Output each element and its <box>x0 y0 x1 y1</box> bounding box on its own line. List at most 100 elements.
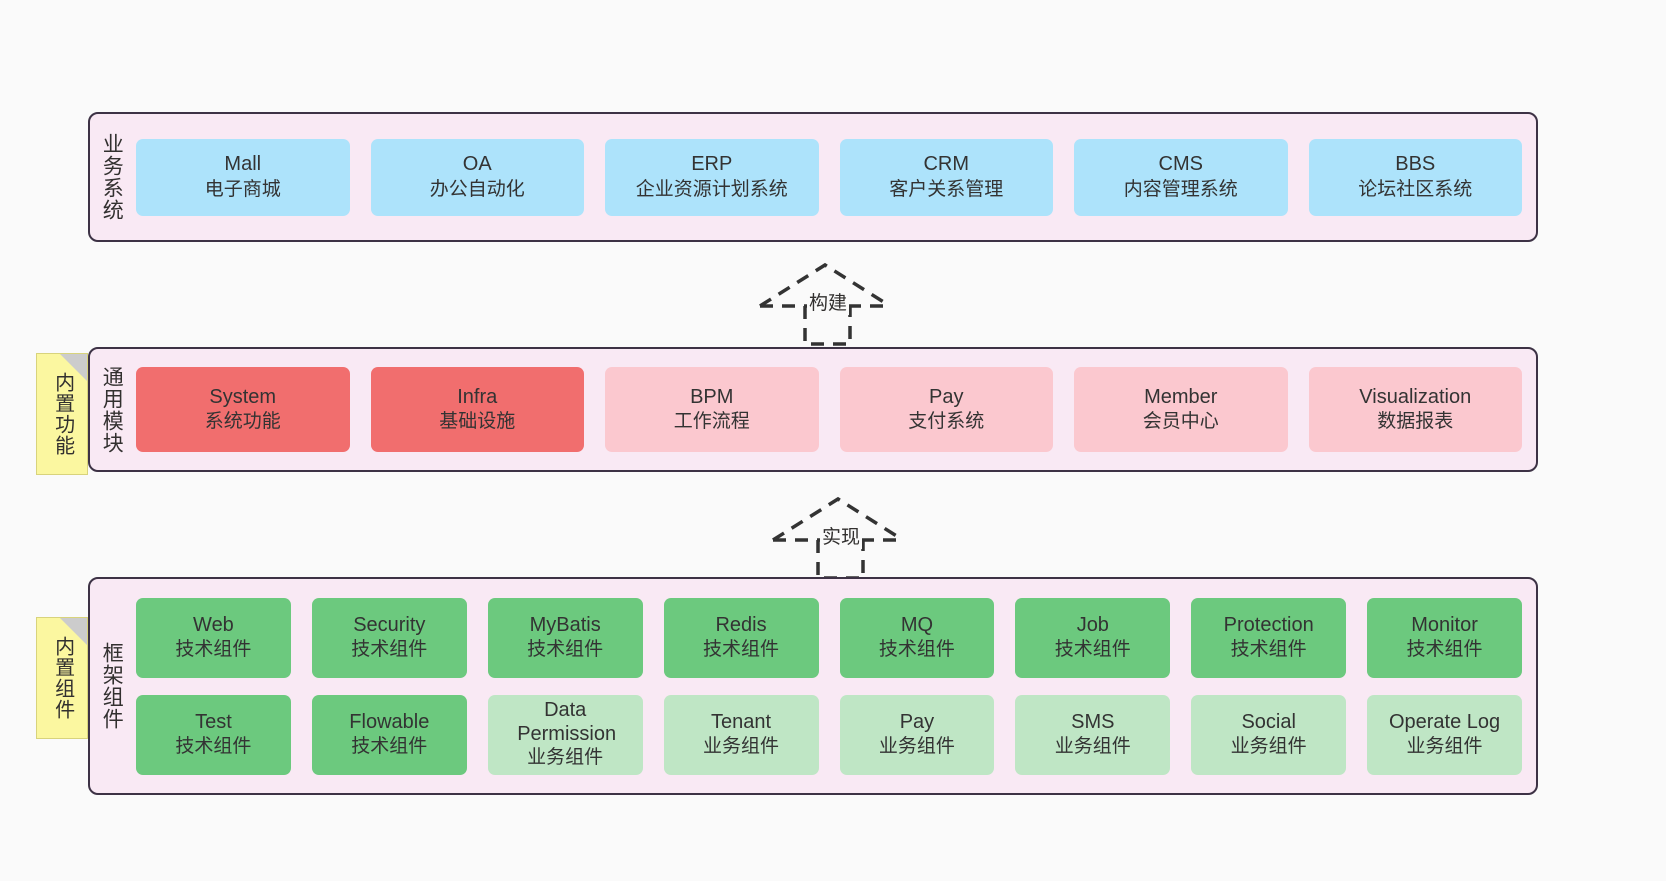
card-security-name: Security <box>353 613 426 636</box>
card-oa-sub: 办公自动化 <box>429 178 525 200</box>
layer-title-framework-component: 框架组件 <box>100 642 124 730</box>
card-bpm-sub: 工作流程 <box>673 411 750 433</box>
card-test-sub: 技术组件 <box>175 736 252 758</box>
card-redis-name: Redis <box>715 613 767 636</box>
card-redis[interactable]: Redis 技术组件 <box>663 597 819 678</box>
card-visualization[interactable]: Visualization 数据报表 <box>1308 367 1522 452</box>
layer-body-business-system: Mall 电子商城 OA 办公自动化 ERP 企业资源计划系统 CRM 客户关系… <box>132 114 1536 240</box>
connector-implement-label: 实现 <box>820 522 863 549</box>
card-system-name: System <box>209 385 277 408</box>
card-mq[interactable]: MQ 技术组件 <box>839 597 995 678</box>
connector-build-label: 构建 <box>807 288 850 315</box>
note-builtin-component: 内置组件 <box>36 617 88 739</box>
card-cms-name: CMS <box>1158 153 1203 176</box>
card-operate-log[interactable]: Operate Log 业务组件 <box>1367 694 1522 775</box>
card-security-sub: 技术组件 <box>351 639 428 661</box>
card-cms[interactable]: CMS 内容管理系统 <box>1074 138 1288 216</box>
card-erp-sub: 企业资源计划系统 <box>635 178 788 200</box>
card-member-name: Member <box>1144 385 1218 408</box>
card-bbs[interactable]: BBS 论坛社区系统 <box>1308 138 1522 216</box>
layer-body-common-module: System 系统功能 Infra 基础设施 BPM 工作流程 Pay 支付系统… <box>132 349 1536 470</box>
card-web-sub: 技术组件 <box>175 639 252 661</box>
card-monitor-name: Monitor <box>1411 613 1478 636</box>
card-mall[interactable]: Mall 电子商城 <box>136 138 350 216</box>
layer-business-system: 业务系统 Mall 电子商城 OA 办公自动化 ERP 企业资源计划系统 CRM… <box>88 112 1538 242</box>
common-module-row: System 系统功能 Infra 基础设施 BPM 工作流程 Pay 支付系统… <box>136 367 1522 452</box>
card-sms-name: SMS <box>1071 710 1115 733</box>
card-member-sub: 会员中心 <box>1142 411 1219 433</box>
card-pay-module-sub: 支付系统 <box>908 411 985 433</box>
build-arrowhead-icon <box>759 262 891 308</box>
card-job-name: Job <box>1076 613 1109 636</box>
note-fold-icon <box>60 354 87 381</box>
connector-build: 构建 <box>755 258 905 346</box>
card-oa[interactable]: OA 办公自动化 <box>370 138 584 216</box>
layer-body-framework-component: Web 技术组件 Security 技术组件 MyBatis 技术组件 Redi… <box>132 579 1536 793</box>
card-crm[interactable]: CRM 客户关系管理 <box>839 138 1053 216</box>
card-protection-name: Protection <box>1223 613 1314 636</box>
card-infra-name: Infra <box>457 385 498 408</box>
card-sms-sub: 业务组件 <box>1054 736 1131 758</box>
card-mybatis[interactable]: MyBatis 技术组件 <box>487 597 643 678</box>
card-pay-module[interactable]: Pay 支付系统 <box>839 367 1053 452</box>
card-tenant-sub: 业务组件 <box>703 736 780 758</box>
card-operate-log-sub: 业务组件 <box>1406 736 1483 758</box>
card-pay-component-name: Pay <box>899 710 935 733</box>
layer-framework-component: 框架组件 Web 技术组件 Security 技术组件 MyBatis 技术组件… <box>88 577 1538 795</box>
card-flowable-name: Flowable <box>349 710 430 733</box>
card-crm-name: CRM <box>923 153 970 176</box>
card-social-name: Social <box>1241 710 1296 733</box>
card-web-name: Web <box>193 613 234 636</box>
note-fold-icon <box>60 618 87 645</box>
card-social-sub: 业务组件 <box>1230 736 1307 758</box>
card-mq-name: MQ <box>900 613 934 636</box>
card-erp-name: ERP <box>691 153 733 176</box>
card-data-permission-name: Data Permission <box>517 699 617 746</box>
card-oa-name: OA <box>462 153 492 176</box>
card-job[interactable]: Job 技术组件 <box>1015 597 1171 678</box>
card-mall-sub: 电子商城 <box>204 178 281 200</box>
note-builtin-component-label: 内置组件 <box>51 636 74 720</box>
layer-common-module: 通用模块 System 系统功能 Infra 基础设施 BPM 工作流程 Pay… <box>88 347 1538 472</box>
card-security[interactable]: Security 技术组件 <box>311 597 467 678</box>
card-pay-component[interactable]: Pay 业务组件 <box>839 694 995 775</box>
card-protection-sub: 技术组件 <box>1230 639 1307 661</box>
card-member[interactable]: Member 会员中心 <box>1074 367 1288 452</box>
card-sms[interactable]: SMS 业务组件 <box>1015 694 1171 775</box>
note-builtin-function-label: 内置功能 <box>51 372 74 456</box>
card-mybatis-name: MyBatis <box>529 613 601 636</box>
card-infra[interactable]: Infra 基础设施 <box>370 367 584 452</box>
card-bbs-sub: 论坛社区系统 <box>1358 178 1473 200</box>
card-cms-sub: 内容管理系统 <box>1123 178 1238 200</box>
business-system-row: Mall 电子商城 OA 办公自动化 ERP 企业资源计划系统 CRM 客户关系… <box>136 138 1522 216</box>
card-web[interactable]: Web 技术组件 <box>136 597 291 678</box>
card-monitor[interactable]: Monitor 技术组件 <box>1367 597 1522 678</box>
card-visualization-sub: 数据报表 <box>1377 411 1454 433</box>
card-redis-sub: 技术组件 <box>703 639 780 661</box>
card-operate-log-name: Operate Log <box>1388 710 1501 733</box>
connector-implement: 实现 <box>768 492 918 580</box>
card-data-permission[interactable]: Data Permission 业务组件 <box>487 694 643 775</box>
card-monitor-sub: 技术组件 <box>1406 639 1483 661</box>
framework-component-row-1: Web 技术组件 Security 技术组件 MyBatis 技术组件 Redi… <box>136 597 1522 678</box>
note-builtin-function: 内置功能 <box>36 353 88 475</box>
card-test-name: Test <box>195 710 232 733</box>
card-flowable-sub: 技术组件 <box>351 736 428 758</box>
implement-arrowhead-icon <box>772 496 904 542</box>
card-bpm-name: BPM <box>690 385 734 408</box>
card-erp[interactable]: ERP 企业资源计划系统 <box>605 138 819 216</box>
card-tenant[interactable]: Tenant 业务组件 <box>663 694 819 775</box>
card-test[interactable]: Test 技术组件 <box>136 694 291 775</box>
card-flowable[interactable]: Flowable 技术组件 <box>311 694 467 775</box>
card-crm-sub: 客户关系管理 <box>889 178 1004 200</box>
card-social[interactable]: Social 业务组件 <box>1191 694 1347 775</box>
card-system[interactable]: System 系统功能 <box>136 367 350 452</box>
card-protection[interactable]: Protection 技术组件 <box>1191 597 1347 678</box>
card-system-sub: 系统功能 <box>204 411 281 433</box>
card-bpm[interactable]: BPM 工作流程 <box>605 367 819 452</box>
card-tenant-name: Tenant <box>711 710 772 733</box>
framework-component-row-2: Test 技术组件 Flowable 技术组件 Data Permission … <box>136 694 1522 775</box>
card-pay-component-sub: 业务组件 <box>878 736 955 758</box>
layer-title-business-system: 业务系统 <box>100 133 124 221</box>
